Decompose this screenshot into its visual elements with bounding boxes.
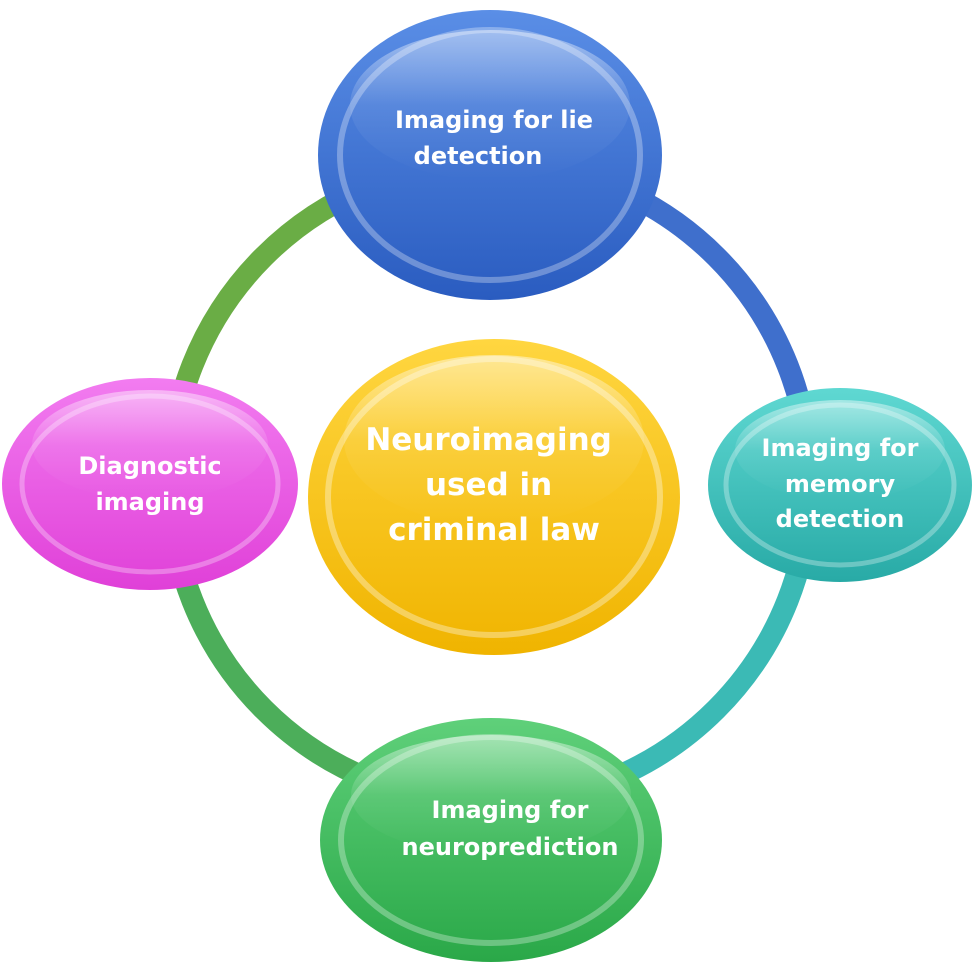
center-label: Neuroimaging used in criminal law [365,422,622,548]
center-node: Neuroimaging used in criminal law [308,339,680,655]
